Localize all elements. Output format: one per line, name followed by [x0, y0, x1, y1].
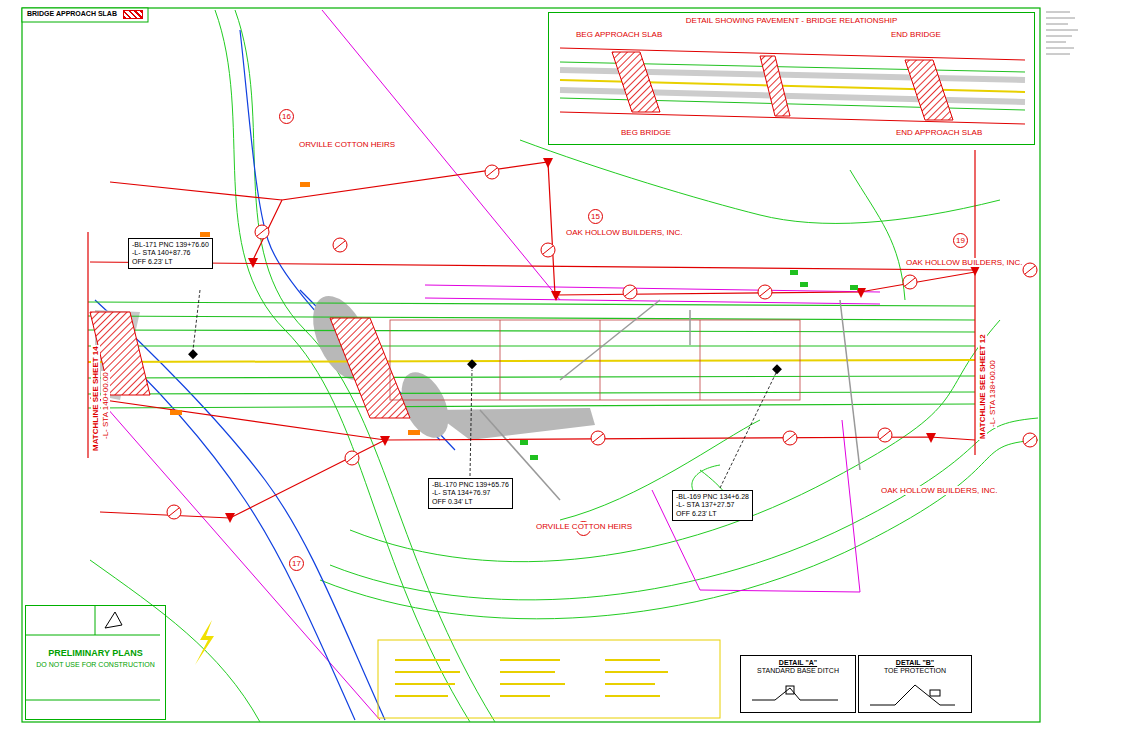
node-text: 17: [292, 559, 301, 568]
station-label: END APPROACH SLAB: [895, 128, 983, 137]
station-label: BEG BRIDGE: [620, 128, 672, 137]
owner-label: ORVILLE COTTON HEIRS: [298, 140, 396, 149]
node-text: STANDARD BASE DITCH: [741, 667, 855, 675]
node-text: -BL-169 PNC 134+6.28: [676, 493, 749, 501]
node-text: -L- STA 134+76.97: [432, 489, 509, 497]
node-text: 19: [956, 236, 965, 245]
parcel-number: 19: [953, 233, 968, 248]
legend-row: BRIDGE APPROACH SLAB: [26, 10, 144, 19]
station-label: BEG APPROACH SLAB: [575, 30, 663, 39]
node-text: TOE PROTECTION: [859, 667, 971, 675]
node-text: 16: [282, 112, 291, 121]
node-text: DETAIL "B": [859, 659, 971, 667]
owner-label: OAK HOLLOW BUILDERS, INC.: [880, 486, 998, 495]
node-text: -BL-171 PNC 139+76.60: [132, 241, 209, 249]
matchline-label: -L- STA 138+00.00: [988, 359, 997, 428]
node-text: DETAIL "A": [741, 659, 855, 667]
node-text: -L- STA 140+87.76: [132, 249, 209, 257]
station-label: END BRIDGE: [890, 30, 942, 39]
parcel-number: 15: [588, 209, 603, 224]
node-text: PRELIMINARY PLANS: [26, 648, 165, 660]
matchline-label: MATCHLINE SEE SHEET 12: [978, 333, 987, 440]
detail-box: DETAIL "A"STANDARD BASE DITCH: [740, 655, 856, 713]
owner-label: ORVILLE COTTON HEIRS: [535, 522, 633, 531]
detail-box: DETAIL "B"TOE PROTECTION: [858, 655, 972, 713]
alignment-callout: -BL-170 PNC 139+65.76-L- STA 134+76.97OF…: [428, 478, 513, 509]
parcel-number: 16: [279, 109, 294, 124]
node-text: -BL-170 PNC 139+65.76: [432, 481, 509, 489]
legend-swatch: [123, 10, 143, 19]
legend-text: BRIDGE APPROACH SLAB: [27, 10, 117, 18]
matchline-label: MATCHLINE SEE SHEET 14: [91, 345, 100, 452]
node-text: DETAIL SHOWING PAVEMENT - BRIDGE RELATIO…: [684, 16, 899, 25]
node-text: OFF 6.23' LT: [132, 258, 209, 266]
node-text: 15: [591, 212, 600, 221]
node-text: -L- STA 137+27.57: [676, 501, 749, 509]
owner-label: OAK HOLLOW BUILDERS, INC.: [565, 228, 683, 237]
owner-label: OAK HOLLOW BUILDERS, INC.: [905, 258, 1023, 267]
parcel-number: 17: [289, 556, 304, 571]
alignment-callout: -BL-171 PNC 139+76.60-L- STA 140+87.76OF…: [128, 238, 213, 269]
matchline-label: -L- STA 140+00.00: [101, 371, 110, 440]
node-text: DO NOT USE FOR CONSTRUCTION: [26, 660, 165, 669]
node-text: OFF 0.34' LT: [432, 498, 509, 506]
alignment-callout: -BL-169 PNC 134+6.28-L- STA 137+27.57OFF…: [672, 490, 753, 521]
node-text: OFF 6.23' LT: [676, 510, 749, 518]
title-block: PRELIMINARY PLANSDO NOT USE FOR CONSTRUC…: [25, 605, 166, 720]
